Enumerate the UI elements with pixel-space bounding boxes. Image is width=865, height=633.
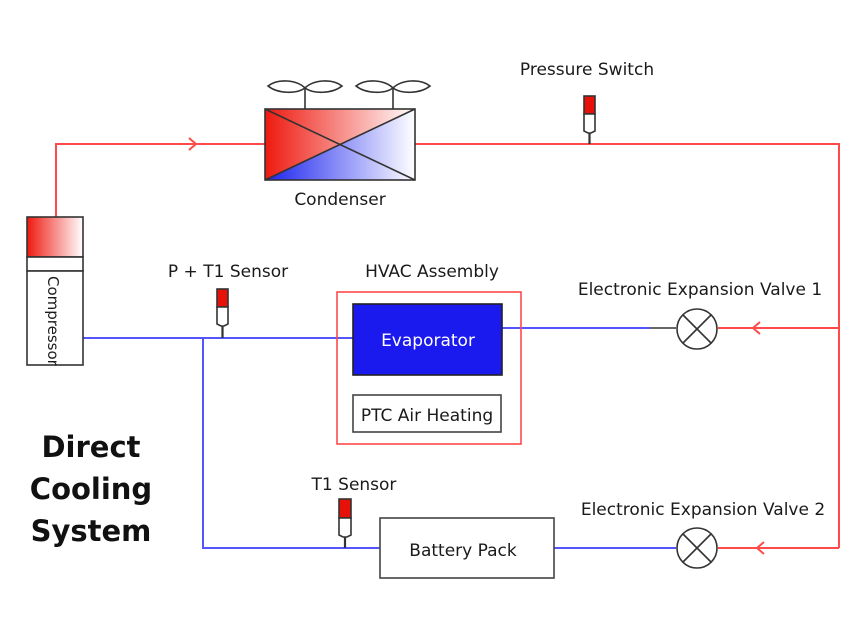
valve-icon xyxy=(676,308,718,350)
fan-icon xyxy=(354,80,432,109)
hot-refrigerant-lines xyxy=(55,137,840,555)
flow-arrow-icon xyxy=(751,321,761,335)
t1-sensor-label: T1 Sensor xyxy=(311,475,397,495)
evaporator[interactable]: Evaporator xyxy=(352,303,503,376)
hvac-assembly[interactable]: HVAC Assembly Evaporator PTC Air Heating xyxy=(336,262,522,445)
electronic-expansion-valve-1[interactable]: Electronic Expansion Valve 1 xyxy=(578,280,822,350)
condenser-label: Condenser xyxy=(294,190,385,210)
valve-icon xyxy=(676,527,718,569)
battery-pack-label: Battery Pack xyxy=(409,541,517,561)
sensor-icon xyxy=(338,498,352,548)
hvac-assembly-label: HVAC Assembly xyxy=(365,262,499,282)
diagram-title: Direct Cooling System xyxy=(30,430,152,548)
battery-branch-pipe xyxy=(202,338,380,549)
title-line-1: Direct xyxy=(41,430,140,464)
sensor-icon xyxy=(583,95,596,144)
title-line-2: Cooling xyxy=(30,472,152,506)
title-line-3: System xyxy=(31,514,152,548)
battery-pack-body xyxy=(379,517,555,579)
battery-pack[interactable]: Battery Pack xyxy=(379,517,555,579)
compressor-body xyxy=(26,270,84,366)
pressure-switch[interactable]: Pressure Switch xyxy=(520,60,654,144)
evaporator-body xyxy=(352,303,503,376)
ptc-heater-body xyxy=(352,394,502,433)
cold-refrigerant-lines xyxy=(83,327,676,549)
pressure-switch-label: Pressure Switch xyxy=(520,60,654,80)
hvac-assembly-border xyxy=(336,291,522,445)
compressor-head xyxy=(26,216,84,258)
fan-icon xyxy=(266,80,344,109)
compressor[interactable]: Compressor xyxy=(26,216,84,367)
p-t1-sensor[interactable]: P + T1 Sensor xyxy=(168,262,288,338)
flow-arrow-icon xyxy=(755,541,765,555)
p-t1-sensor-label: P + T1 Sensor xyxy=(168,262,288,282)
compressor-to-condenser-pipe xyxy=(55,143,265,217)
ptc-air-heating[interactable]: PTC Air Heating xyxy=(352,394,502,433)
compressor-label: Compressor xyxy=(44,276,62,367)
flow-arrow-icon xyxy=(188,137,198,151)
condenser[interactable]: Condenser xyxy=(264,80,432,210)
condenser-to-manifold-pipe xyxy=(415,143,840,548)
eev1-label: Electronic Expansion Valve 1 xyxy=(578,280,822,300)
eev2-label: Electronic Expansion Valve 2 xyxy=(581,500,825,520)
condenser-body xyxy=(264,108,416,181)
t1-sensor[interactable]: T1 Sensor xyxy=(311,475,397,548)
evaporator-label: Evaporator xyxy=(381,331,475,351)
compressor-band xyxy=(26,256,84,272)
ptc-heater-label: PTC Air Heating xyxy=(361,406,493,426)
sensor-icon xyxy=(216,288,229,338)
electronic-expansion-valve-2[interactable]: Electronic Expansion Valve 2 xyxy=(581,500,825,569)
